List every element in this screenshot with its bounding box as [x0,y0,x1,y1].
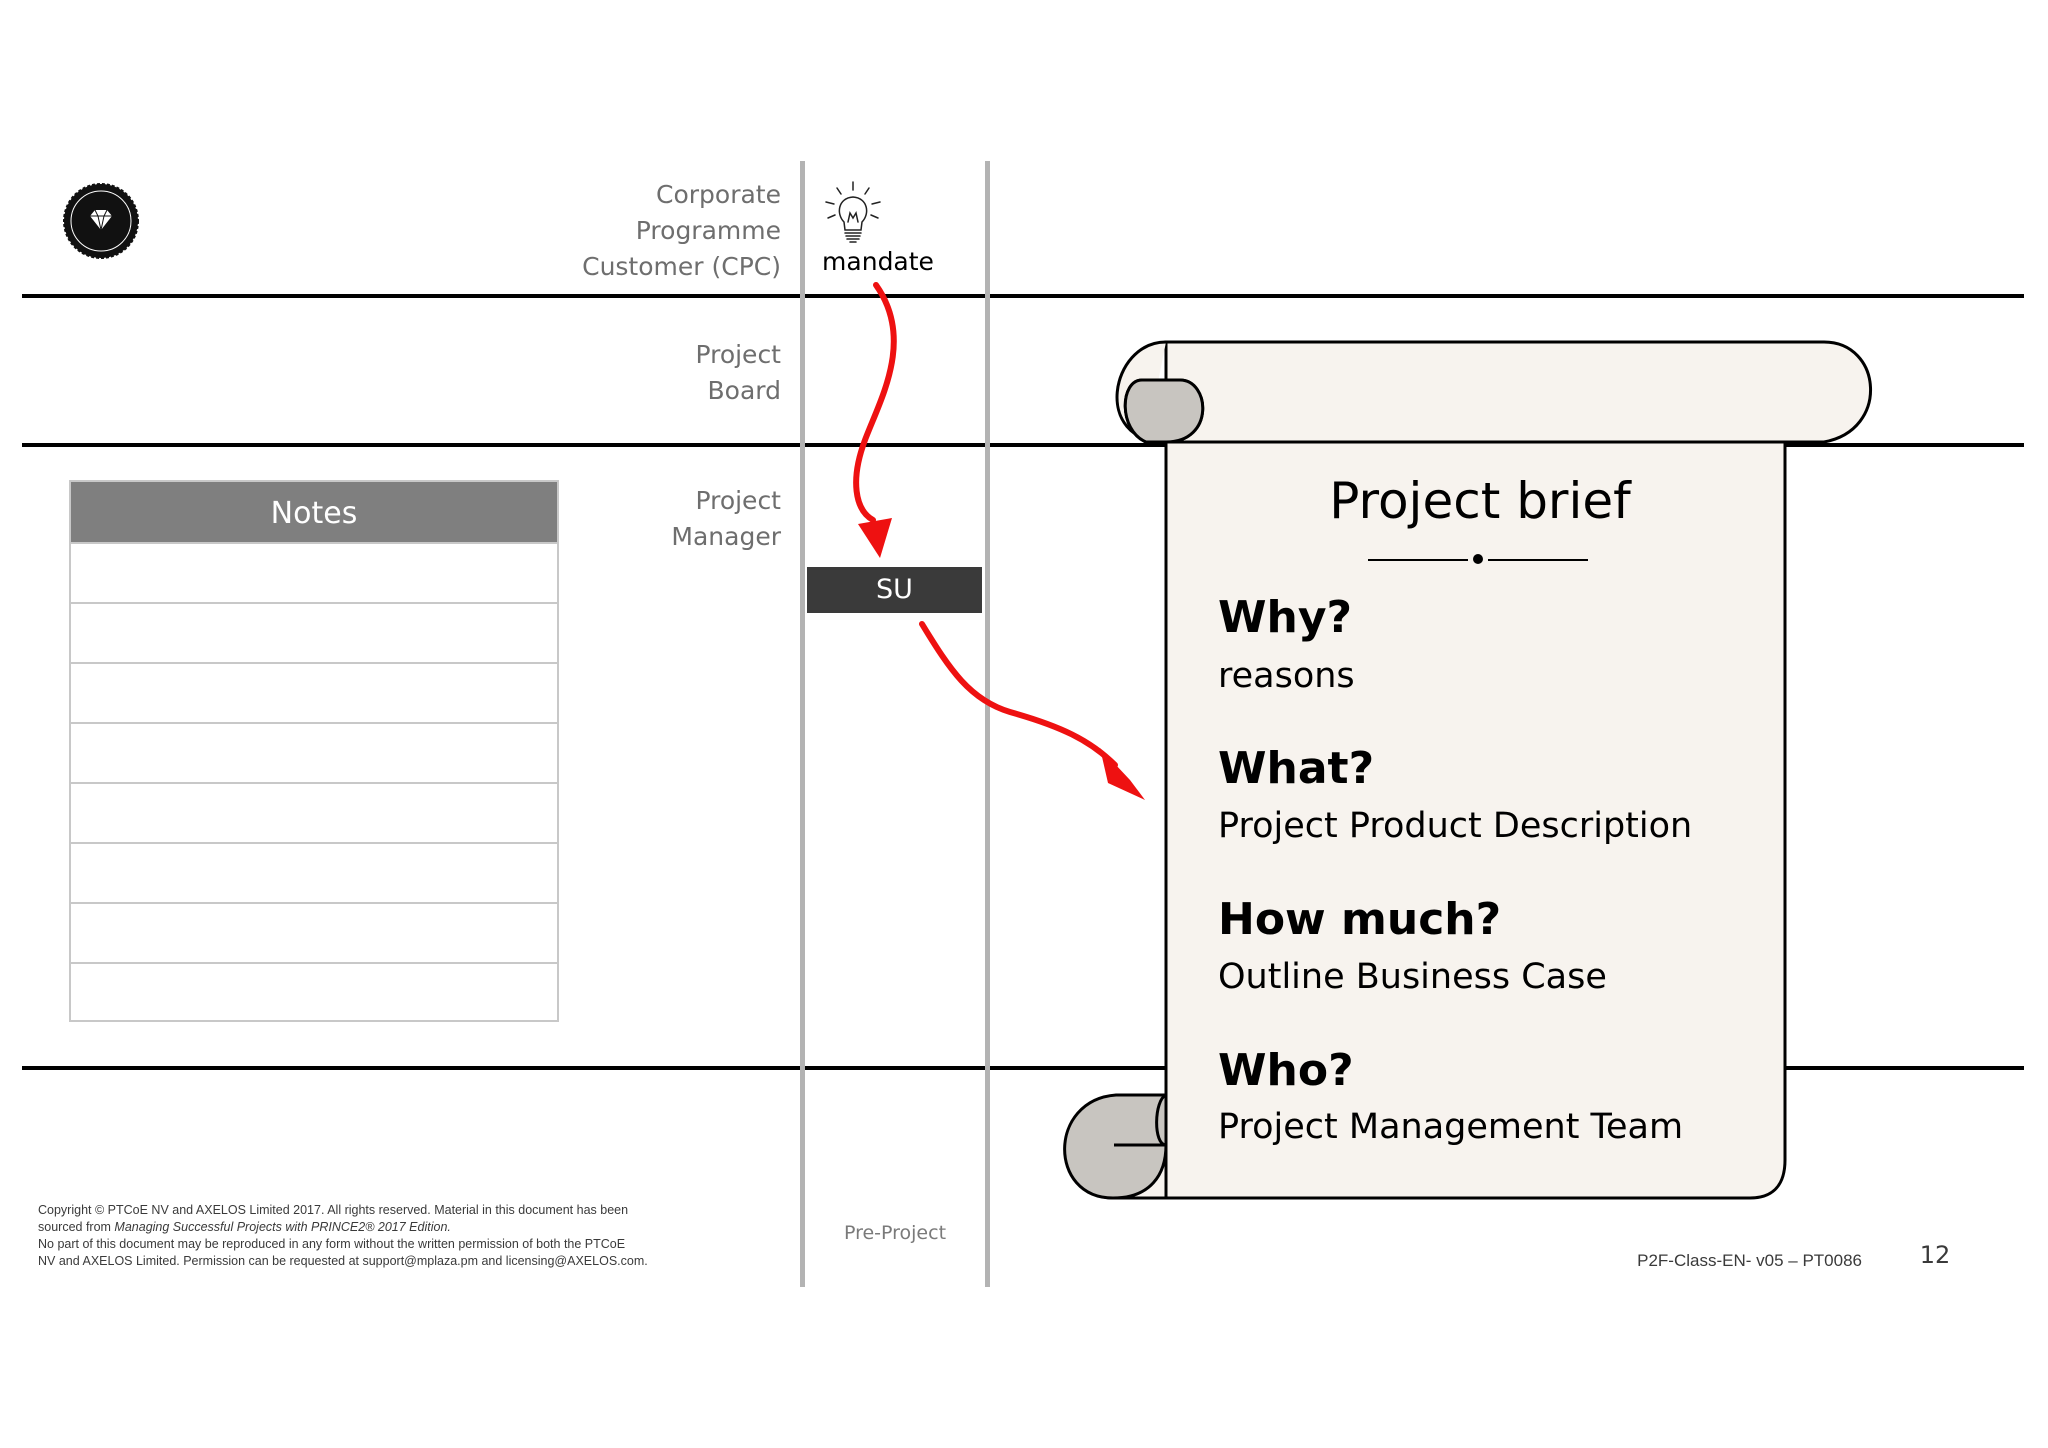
lane-divider-3 [22,1066,2024,1070]
brief-question-why: Why? [1218,592,1353,643]
diamond-icon [63,183,139,259]
notes-row[interactable] [71,962,557,1022]
notes-panel: Notes [69,480,559,1022]
notes-row[interactable] [71,782,557,842]
copyright-notice: Copyright © PTCoE NV and AXELOS Limited … [38,1203,648,1268]
brief-answer-what: Project Product Description [1218,806,1693,846]
project-brief-title: Project brief [1329,472,1631,530]
logo-seal [62,182,140,260]
project-brief-scroll [1063,340,1872,1200]
document-reference: P2F-Class-EN- v05 – PT0086 [1637,1251,1862,1270]
notes-row[interactable] [71,662,557,722]
phase-label: Pre-Project [843,1222,947,1244]
lane-label-project-manager: Project Manager [671,486,781,551]
lightbulb-icon [822,180,884,246]
lane-label-cpc: Corporate Programme Customer (CPC) [582,180,781,281]
notes-row[interactable] [71,902,557,962]
page-number: 12 [1919,1241,1951,1269]
title-divider-ornament [1368,554,1588,564]
lane-divider-2 [22,443,2024,447]
notes-row[interactable] [71,842,557,902]
brief-question-how-much: How much? [1218,894,1502,945]
notes-row[interactable] [71,542,557,602]
arrow-mandate-to-su [853,282,897,558]
notes-header: Notes [71,482,557,542]
brief-answer-how-much: Outline Business Case [1218,957,1607,997]
column-divider-right [985,161,990,1287]
lane-label-project-board: Project Board [695,340,781,405]
arrow-su-to-project-brief [919,621,1145,800]
brief-question-what: What? [1218,743,1375,794]
column-divider-left [800,161,805,1287]
su-process-box[interactable]: SU [807,567,982,613]
brief-answer-why: reasons [1218,656,1355,696]
mandate-label: mandate [822,247,934,276]
brief-question-who: Who? [1218,1045,1354,1096]
notes-row[interactable] [71,602,557,662]
brief-answer-who: Project Management Team [1218,1107,1684,1147]
lane-divider-1 [22,294,2024,298]
notes-row[interactable] [71,722,557,782]
